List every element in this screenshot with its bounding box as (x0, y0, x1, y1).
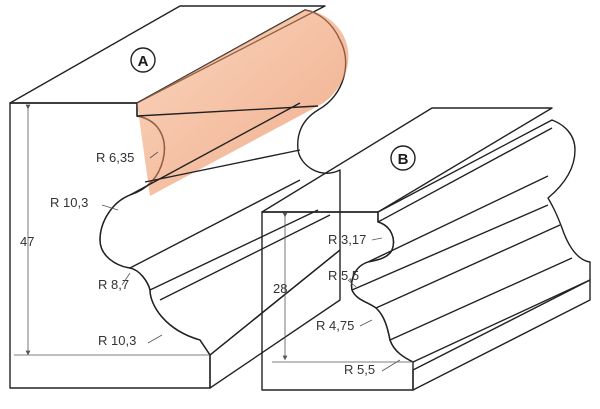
dimension-a-height-label: 47 (20, 234, 34, 249)
radius-a-1: R 6,35 (96, 150, 134, 165)
radius-a-2: R 10,3 (50, 195, 88, 210)
block-a-ridge-1 (136, 105, 319, 117)
block-b-ridge-3 (351, 204, 549, 291)
dimension-b-height: 28 (272, 212, 413, 363)
radius-b-2: R 5,5 (328, 268, 359, 283)
radius-b-4: R 5,5 (344, 362, 375, 377)
badge-b: B (390, 145, 416, 171)
profile-b: B 28 R 3,17 R 5,5 R 4,75 R 5,5 (261, 107, 591, 391)
block-a-ridge-3 (144, 149, 301, 183)
badge-a: A (130, 47, 156, 73)
block-b-ridge-1 (377, 127, 553, 223)
badge-a-label: A (138, 53, 149, 70)
dimension-b-height-label: 28 (273, 281, 287, 296)
radius-a-3: R 8,7 (98, 277, 129, 292)
radius-a-4: R 10,3 (98, 333, 136, 348)
block-a-ridge-6 (159, 214, 331, 301)
block-a-top-bead (137, 10, 349, 196)
block-b-side-face (412, 279, 591, 391)
block-a-ridge-4 (149, 209, 319, 291)
block-b-ridge-4 (375, 224, 561, 309)
block-b-ridge-2 (367, 175, 549, 263)
block-b-ridge-5 (389, 257, 573, 341)
radius-b-3: R 4,75 (316, 318, 354, 333)
block-b-profile-surface (350, 119, 591, 363)
block-a-ridge-5 (129, 179, 301, 269)
radius-b-1: R 3,17 (328, 232, 366, 247)
profile-a: A 47 R 6,35 R 10,3 R 8,7 R 10,3 (9, 5, 349, 389)
dimension-a-height: 47 (14, 104, 210, 356)
badge-b-label: B (398, 151, 409, 168)
